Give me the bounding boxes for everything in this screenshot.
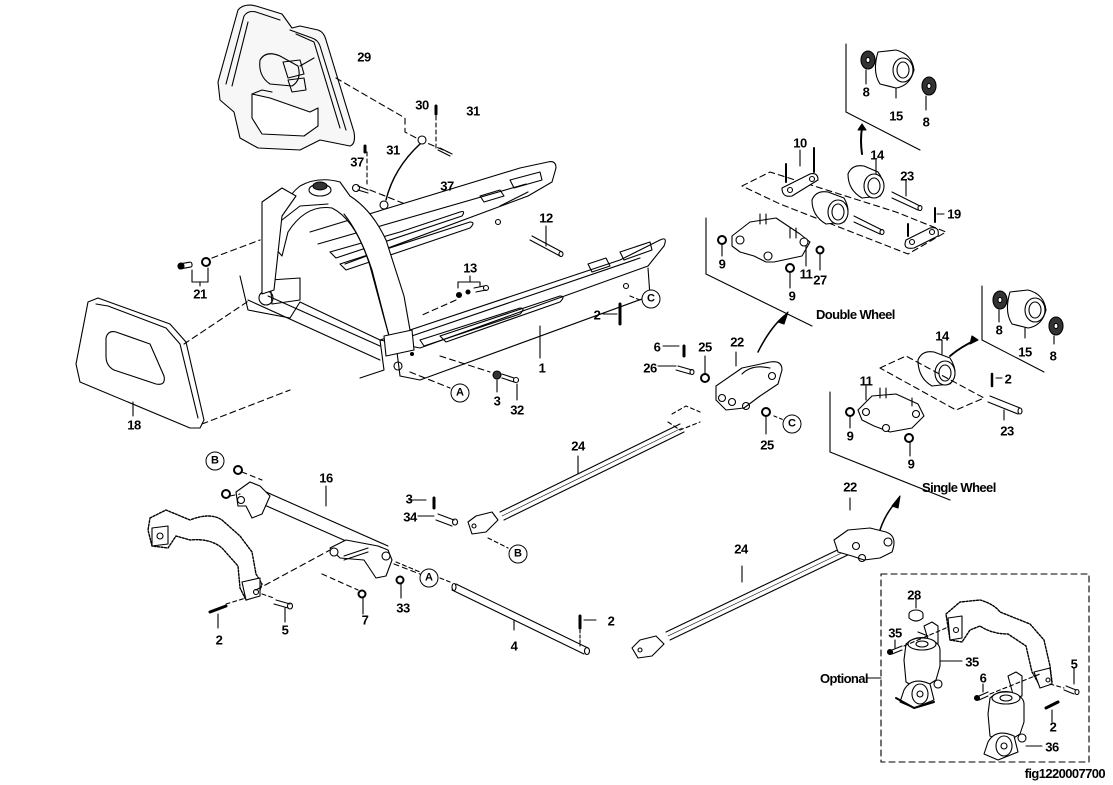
callout-25: 25 xyxy=(698,339,712,355)
linkage-part xyxy=(147,465,597,656)
callout-15: 15 xyxy=(1018,344,1032,360)
reference-marker-c: C xyxy=(641,289,661,309)
frame-hardware xyxy=(177,225,641,401)
callout-5: 5 xyxy=(1070,656,1078,672)
callout-31: 31 xyxy=(386,142,400,158)
frame-part xyxy=(239,161,666,381)
callout-37: 37 xyxy=(350,154,364,170)
roller-bracket-upper-part xyxy=(657,311,789,435)
side-cover-part xyxy=(75,297,291,429)
cover-panel-part xyxy=(217,4,356,151)
callout-23: 23 xyxy=(900,168,914,184)
callout-2: 2 xyxy=(215,632,223,648)
callout-9: 9 xyxy=(788,288,796,304)
callout-11: 11 xyxy=(799,266,813,282)
callout-16: 16 xyxy=(319,470,333,486)
callout-14: 14 xyxy=(935,328,949,344)
push-rod-upper-part xyxy=(408,405,701,549)
callout-24: 24 xyxy=(734,541,748,557)
callout-2: 2 xyxy=(593,307,601,323)
callout-7: 7 xyxy=(361,612,369,628)
reference-marker-a: A xyxy=(419,568,439,588)
callout-36: 36 xyxy=(1045,739,1059,755)
callout-31: 31 xyxy=(466,103,480,119)
callout-19: 19 xyxy=(947,206,961,222)
reference-marker-b: B xyxy=(205,451,225,471)
callout-8: 8 xyxy=(922,114,930,130)
callout-4: 4 xyxy=(510,638,518,654)
callout-13: 13 xyxy=(463,260,477,276)
callout-6: 6 xyxy=(653,339,661,355)
callout-15: 15 xyxy=(889,108,903,124)
callout-8: 8 xyxy=(862,84,870,100)
callout-8: 8 xyxy=(1049,348,1057,364)
callout-12: 12 xyxy=(539,210,553,226)
callout-21: 21 xyxy=(193,286,207,302)
reference-marker-b: B xyxy=(508,544,528,564)
callout-2: 2 xyxy=(607,613,615,629)
callout-5: 5 xyxy=(281,622,289,638)
callout-29: 29 xyxy=(357,49,371,65)
push-rod-lower-part xyxy=(631,495,901,659)
reference-marker-a: A xyxy=(450,383,470,403)
callout-25: 25 xyxy=(760,437,774,453)
optional-caption: Optional xyxy=(820,671,869,686)
callout-11: 11 xyxy=(859,373,873,389)
callout-9: 9 xyxy=(846,428,854,444)
callout-24: 24 xyxy=(571,438,585,454)
reference-marker-c: C xyxy=(782,414,802,434)
callout-18: 18 xyxy=(127,417,141,433)
callout-37: 37 xyxy=(440,178,454,194)
callout-26: 26 xyxy=(643,360,657,376)
callout-22: 22 xyxy=(730,334,744,350)
single-wheel-assembly xyxy=(829,285,1064,501)
callout-3: 3 xyxy=(405,491,413,507)
callout-28: 28 xyxy=(907,587,921,603)
callout-6: 6 xyxy=(979,670,987,686)
callout-30: 30 xyxy=(415,97,429,113)
double-wheel-caption: Double Wheel xyxy=(816,307,895,322)
callout-23: 23 xyxy=(1000,423,1014,439)
callout-9: 9 xyxy=(907,456,915,472)
callout-35: 35 xyxy=(888,625,902,641)
callout-33: 33 xyxy=(396,600,410,616)
callout-8: 8 xyxy=(995,322,1003,338)
figure-id: fig1220007700 xyxy=(1024,766,1106,781)
single-wheel-caption: Single Wheel xyxy=(922,480,996,495)
callout-22: 22 xyxy=(843,479,857,495)
callout-10: 10 xyxy=(793,135,807,151)
callout-34: 34 xyxy=(403,509,417,525)
callout-35: 35 xyxy=(965,654,979,670)
callout-2: 2 xyxy=(1004,371,1012,387)
optional-caster-assembly xyxy=(866,573,1090,763)
callout-3: 3 xyxy=(493,393,501,409)
callout-32: 32 xyxy=(510,402,524,418)
callout-14: 14 xyxy=(870,147,884,163)
callout-1: 1 xyxy=(538,360,546,376)
callout-9: 9 xyxy=(718,256,726,272)
callout-27: 27 xyxy=(813,272,827,288)
double-wheel-assembly xyxy=(705,43,947,327)
callout-2: 2 xyxy=(1049,719,1057,735)
